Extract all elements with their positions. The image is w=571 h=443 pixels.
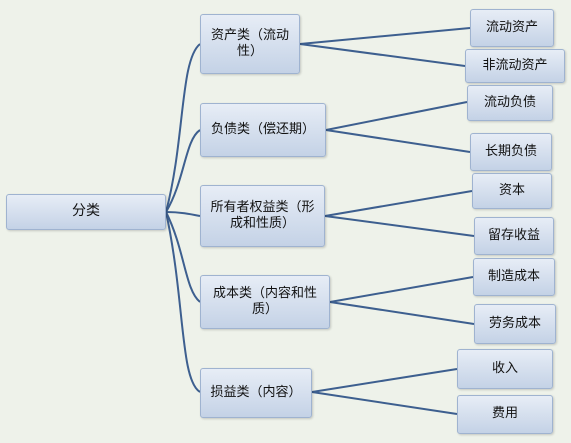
leaf-label: 资本	[498, 182, 525, 198]
connector-cat3-child2	[324, 215, 475, 237]
connector-root-cat5	[165, 211, 201, 393]
leaf-current-assets: 流动资产	[470, 9, 554, 47]
leaf-manufacturing-cost: 制造成本	[473, 258, 555, 296]
leaf-label: 流动负债	[483, 94, 536, 110]
category-cost: 成本类（内容和性质）	[200, 275, 330, 329]
category-label: 损益类（内容）	[210, 384, 302, 400]
leaf-current-liabilities: 流动负债	[467, 85, 553, 121]
leaf-label: 收入	[491, 360, 518, 376]
connector-cat3-child1	[324, 190, 473, 217]
category-label: 负债类（偿还期）	[210, 121, 315, 137]
leaf-label: 费用	[491, 406, 518, 422]
connector-cat1-child2	[299, 43, 466, 67]
category-assets: 资产类（流动性）	[200, 14, 300, 74]
connector-root-cat1	[165, 43, 201, 213]
connector-cat1-child1	[299, 27, 471, 45]
category-profit-loss: 损益类（内容）	[200, 368, 312, 418]
connector-cat5-child1	[311, 368, 458, 393]
connector-cat2-child2	[325, 129, 471, 153]
leaf-expenses: 费用	[457, 395, 553, 434]
connector-root-cat4	[165, 211, 201, 303]
category-liabilities: 负债类（偿还期）	[200, 103, 326, 157]
leaf-revenue: 收入	[457, 349, 553, 389]
leaf-retained-earnings: 留存收益	[474, 217, 554, 255]
connector-cat2-child1	[325, 101, 468, 131]
connector-cat4-child2	[329, 301, 475, 325]
leaf-long-term-liabilities: 长期负债	[470, 133, 552, 171]
category-label: 所有者权益类（形成和性质）	[210, 199, 315, 231]
leaf-label: 劳务成本	[488, 315, 541, 331]
leaf-label: 非流动资产	[482, 57, 548, 73]
leaf-labor-cost: 劳务成本	[474, 304, 556, 344]
root-node: 分类	[6, 194, 166, 230]
connector-cat4-child1	[329, 276, 474, 303]
category-label: 资产类（流动性）	[210, 27, 289, 59]
leaf-label: 流动资产	[485, 19, 538, 35]
leaf-capital: 资本	[472, 173, 552, 209]
connector-root-cat3	[165, 211, 201, 217]
leaf-label: 长期负债	[484, 143, 537, 159]
leaf-label: 制造成本	[487, 268, 540, 284]
category-equity: 所有者权益类（形成和性质）	[200, 185, 325, 247]
leaf-label: 留存收益	[487, 227, 540, 243]
leaf-noncurrent-assets: 非流动资产	[465, 49, 565, 83]
connector-cat5-child2	[311, 391, 458, 415]
connector-root-cat2	[165, 129, 201, 213]
category-label: 成本类（内容和性质）	[212, 285, 317, 317]
root-label: 分类	[72, 203, 100, 220]
